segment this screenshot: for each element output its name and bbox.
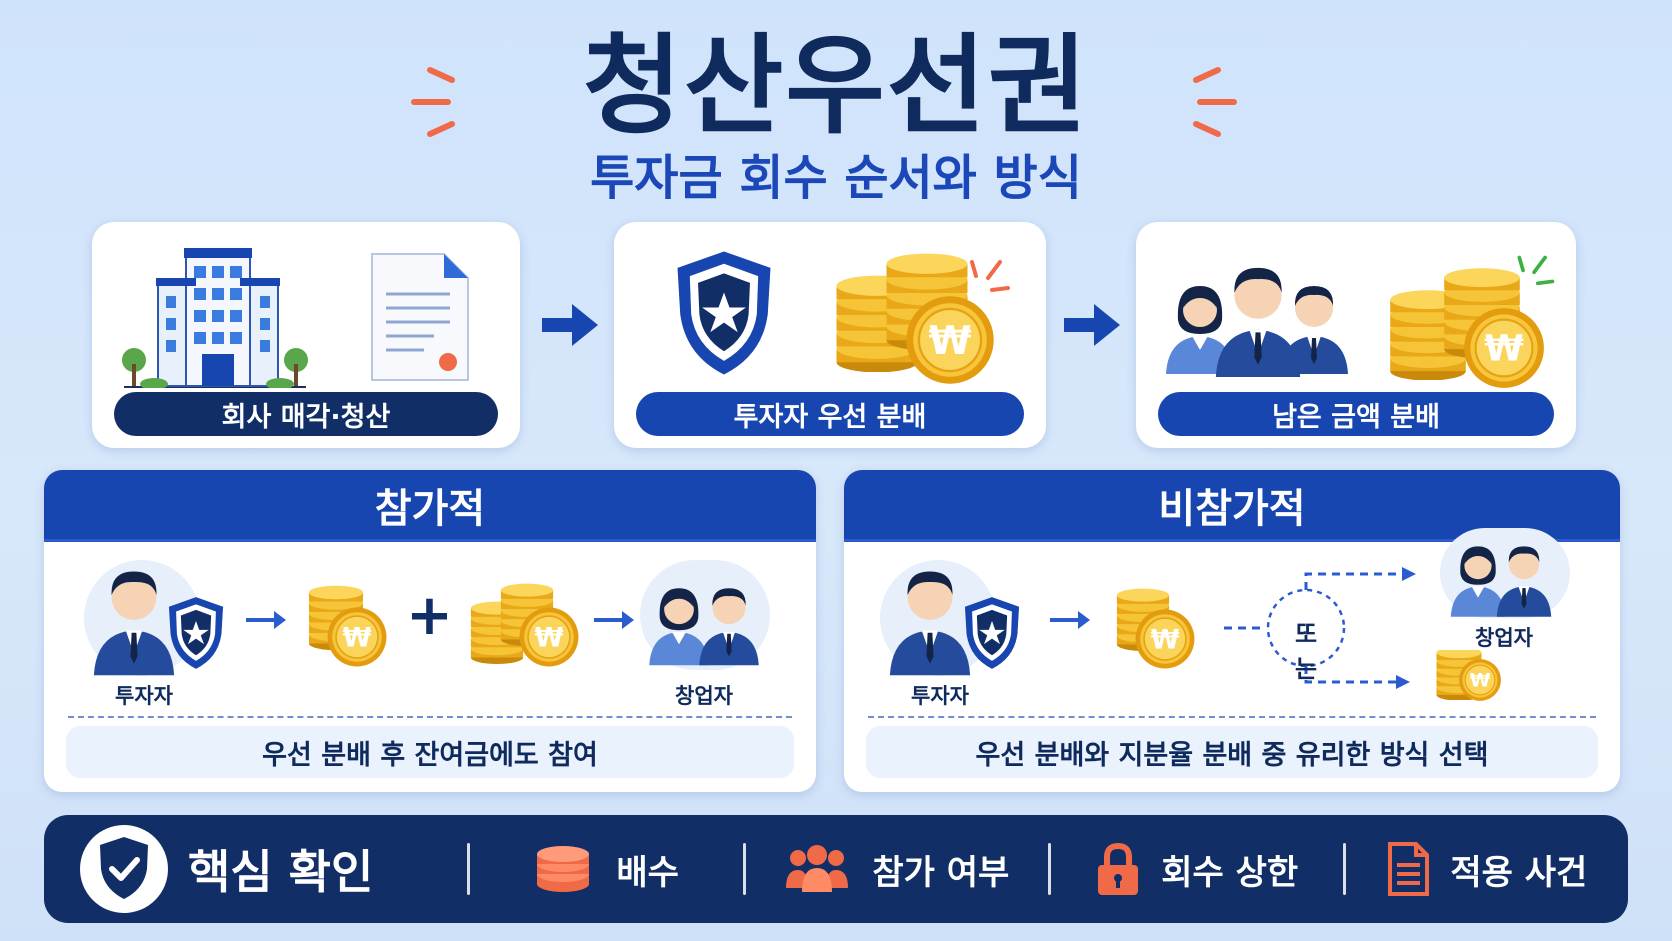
step-card-remaining: 남은 금액 분배 <box>1136 222 1576 448</box>
shield-check-icon <box>80 825 168 913</box>
key-item-events: 적용 사건 <box>1346 841 1628 897</box>
won-coin-icon <box>1463 307 1545 389</box>
key-item-label: 회수 상한 <box>1161 852 1299 893</box>
man-avatar-icon <box>1496 546 1552 617</box>
step-card-investor-priority: 투자자 우선 분배 <box>614 222 1046 448</box>
shield-star-icon <box>168 597 224 669</box>
separator <box>1342 843 1346 895</box>
divider <box>68 716 792 718</box>
won-coin-icon <box>1458 658 1502 702</box>
sparkle-icon <box>970 260 1010 292</box>
coin-stack-icon <box>537 846 590 892</box>
step-card-sale: 회사 매각·청산 <box>92 222 520 448</box>
right-burst-icon <box>1193 67 1237 137</box>
arrow-right-icon <box>246 611 286 629</box>
step-label-remaining: 남은 금액 분배 <box>1158 392 1554 436</box>
key-check-title: 핵심 확인 <box>188 845 374 899</box>
document-icon <box>371 253 469 381</box>
founder-label: 창업자 <box>1475 626 1533 650</box>
key-item-participation: 참가 여부 <box>746 844 1048 894</box>
branch-arrows <box>1224 567 1416 689</box>
won-coin-icon <box>1134 608 1196 670</box>
separator <box>467 843 471 895</box>
participating-note: 우선 분배 후 잔여금에도 참여 <box>66 726 794 778</box>
key-item-label: 배수 <box>616 852 679 893</box>
document-icon <box>1388 842 1430 896</box>
key-item-cap: 회수 상한 <box>1051 841 1343 897</box>
key-check-heading: 핵심 확인 <box>78 823 467 915</box>
arrow-right-icon <box>594 611 634 629</box>
plus-sign: + <box>406 583 453 648</box>
office-building-icon <box>122 248 308 388</box>
man-avatar-icon <box>1215 267 1301 378</box>
non-participating-panel: 비참가적 투자자 또는 창업자 우선 분배와 지분율 분배 중 유리한 방식 선… <box>844 470 1620 792</box>
divider <box>868 716 1596 718</box>
separator <box>1047 843 1051 895</box>
won-coin-icon <box>518 606 580 668</box>
separator <box>742 843 746 895</box>
investor-label: 투자자 <box>911 684 969 708</box>
key-item-label: 적용 사건 <box>1450 852 1588 893</box>
won-coin-icon <box>326 606 388 668</box>
key-item-label: 참가 여부 <box>872 852 1010 893</box>
investor-label: 투자자 <box>115 684 173 708</box>
won-coin-icon <box>905 295 995 385</box>
shield-star-icon <box>964 597 1020 669</box>
lock-icon <box>1098 842 1139 895</box>
arrow-right-icon <box>1064 304 1120 346</box>
step-label-investor-priority: 투자자 우선 분배 <box>636 392 1024 436</box>
page-subtitle: 투자금 회수 순서와 방식 <box>590 150 1082 206</box>
key-check-bar: 핵심 확인 배수 참가 여부 회수 상한 적용 사건 <box>44 815 1628 923</box>
participating-panel: 참가적 투자자 + 창업자 우선 분배 후 잔여금에도 참여 <box>44 470 816 792</box>
founder-label: 창업자 <box>675 684 733 708</box>
people-group-icon <box>786 845 849 892</box>
or-label: 또는 <box>1294 620 1318 683</box>
arrow-right-icon <box>542 304 598 346</box>
participating-heading: 참가적 <box>44 470 816 542</box>
shield-star-icon <box>677 251 771 375</box>
page-title: 청산우선권 <box>582 24 1090 149</box>
arrow-right-icon <box>1050 611 1090 629</box>
non-participating-note: 우선 분배와 지분율 분배 중 유리한 방식 선택 <box>866 726 1598 778</box>
step-label-sale: 회사 매각·청산 <box>114 392 498 436</box>
man-avatar-icon <box>699 588 759 666</box>
sparkle-icon <box>1517 255 1555 286</box>
left-burst-icon <box>411 67 455 137</box>
key-item-multiple: 배수 <box>470 844 743 894</box>
